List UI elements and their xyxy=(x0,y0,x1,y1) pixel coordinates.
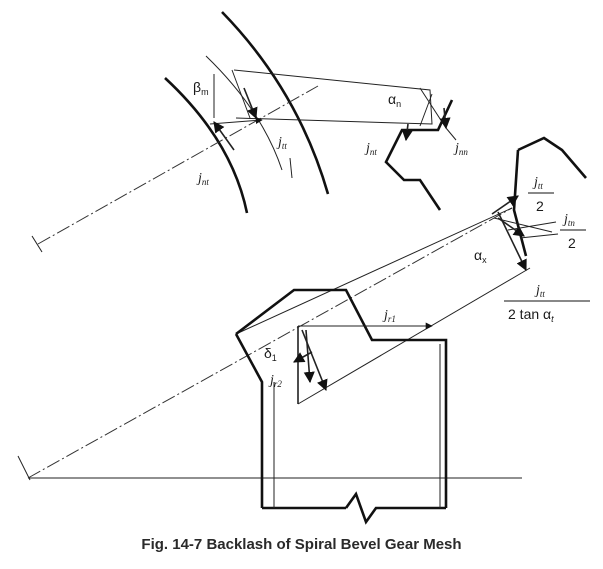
projection-parallelogram xyxy=(233,69,433,125)
jnn-leader xyxy=(445,127,457,141)
label-delta-1: δ1 xyxy=(264,345,277,363)
axis-end-tick xyxy=(31,235,43,253)
label-j-r1: jr1 xyxy=(382,308,396,324)
label-j-nt-left: jnt xyxy=(196,171,209,187)
alpha-n-line-2 xyxy=(419,93,433,127)
cone-line-lower xyxy=(297,267,531,405)
label-alpha-x: αx xyxy=(474,247,487,265)
gear-blank-outline xyxy=(235,288,448,508)
cone-line-upper-2 xyxy=(235,207,513,335)
jtt2-arrow xyxy=(491,195,519,215)
label-j-r2: jr2 xyxy=(268,373,282,389)
label-j-tt: jtt xyxy=(276,135,287,151)
short-tick xyxy=(289,157,293,179)
upper-tooth-profile xyxy=(512,149,528,257)
figure-caption: Fig. 14-7 Backlash of Spiral Bevel Gear … xyxy=(141,536,462,553)
label-alpha-n: αn xyxy=(388,91,401,109)
label-beta-m: βm xyxy=(193,79,209,97)
outer-gear-arc xyxy=(221,11,330,195)
top-detail xyxy=(31,11,457,253)
gear-blank-left xyxy=(234,333,264,508)
cone-line-upper xyxy=(27,207,513,479)
label-j-tt-tan-den: 2 tan αt xyxy=(508,306,554,324)
alpha-n-line xyxy=(419,87,447,129)
delta-arrow-1 xyxy=(301,329,328,392)
upper-tooth-top xyxy=(517,136,587,179)
label-j-tt-2-den: 2 xyxy=(536,198,544,214)
apex-tick xyxy=(17,455,31,481)
tooth-profile xyxy=(384,99,454,211)
jtn-leader xyxy=(507,221,557,231)
label-j-tt-tan-num: jtt xyxy=(534,283,545,299)
label-j-tn-2-den: 2 xyxy=(568,235,576,251)
labels: βm αn jtt jnt jnt jnn jtt 2 jtn 2 αx jtt… xyxy=(193,79,590,389)
beta-ref-line-2 xyxy=(231,69,251,119)
break-symbol xyxy=(344,491,446,525)
alpha-x-line-2 xyxy=(519,233,559,239)
jtt-tan-arrow xyxy=(497,211,527,272)
label-j-nn: jnn xyxy=(453,141,468,157)
lower-figure xyxy=(17,136,587,525)
long-axis-line xyxy=(37,85,319,245)
alpha-x-line xyxy=(493,217,553,233)
jr2-arrow xyxy=(303,329,315,384)
label-j-tt-2-num: jtt xyxy=(532,175,543,191)
jnt-left-arrow xyxy=(213,121,235,151)
label-j-nt-right: jnt xyxy=(364,141,377,157)
label-j-tn-2-num: jtn xyxy=(562,212,575,228)
jnn-arrow xyxy=(439,107,451,130)
jnt-right-arrow xyxy=(401,123,413,142)
inner-gear-arc xyxy=(164,77,249,214)
delta-arrow-2 xyxy=(293,351,313,363)
tt-arrow xyxy=(243,87,258,120)
